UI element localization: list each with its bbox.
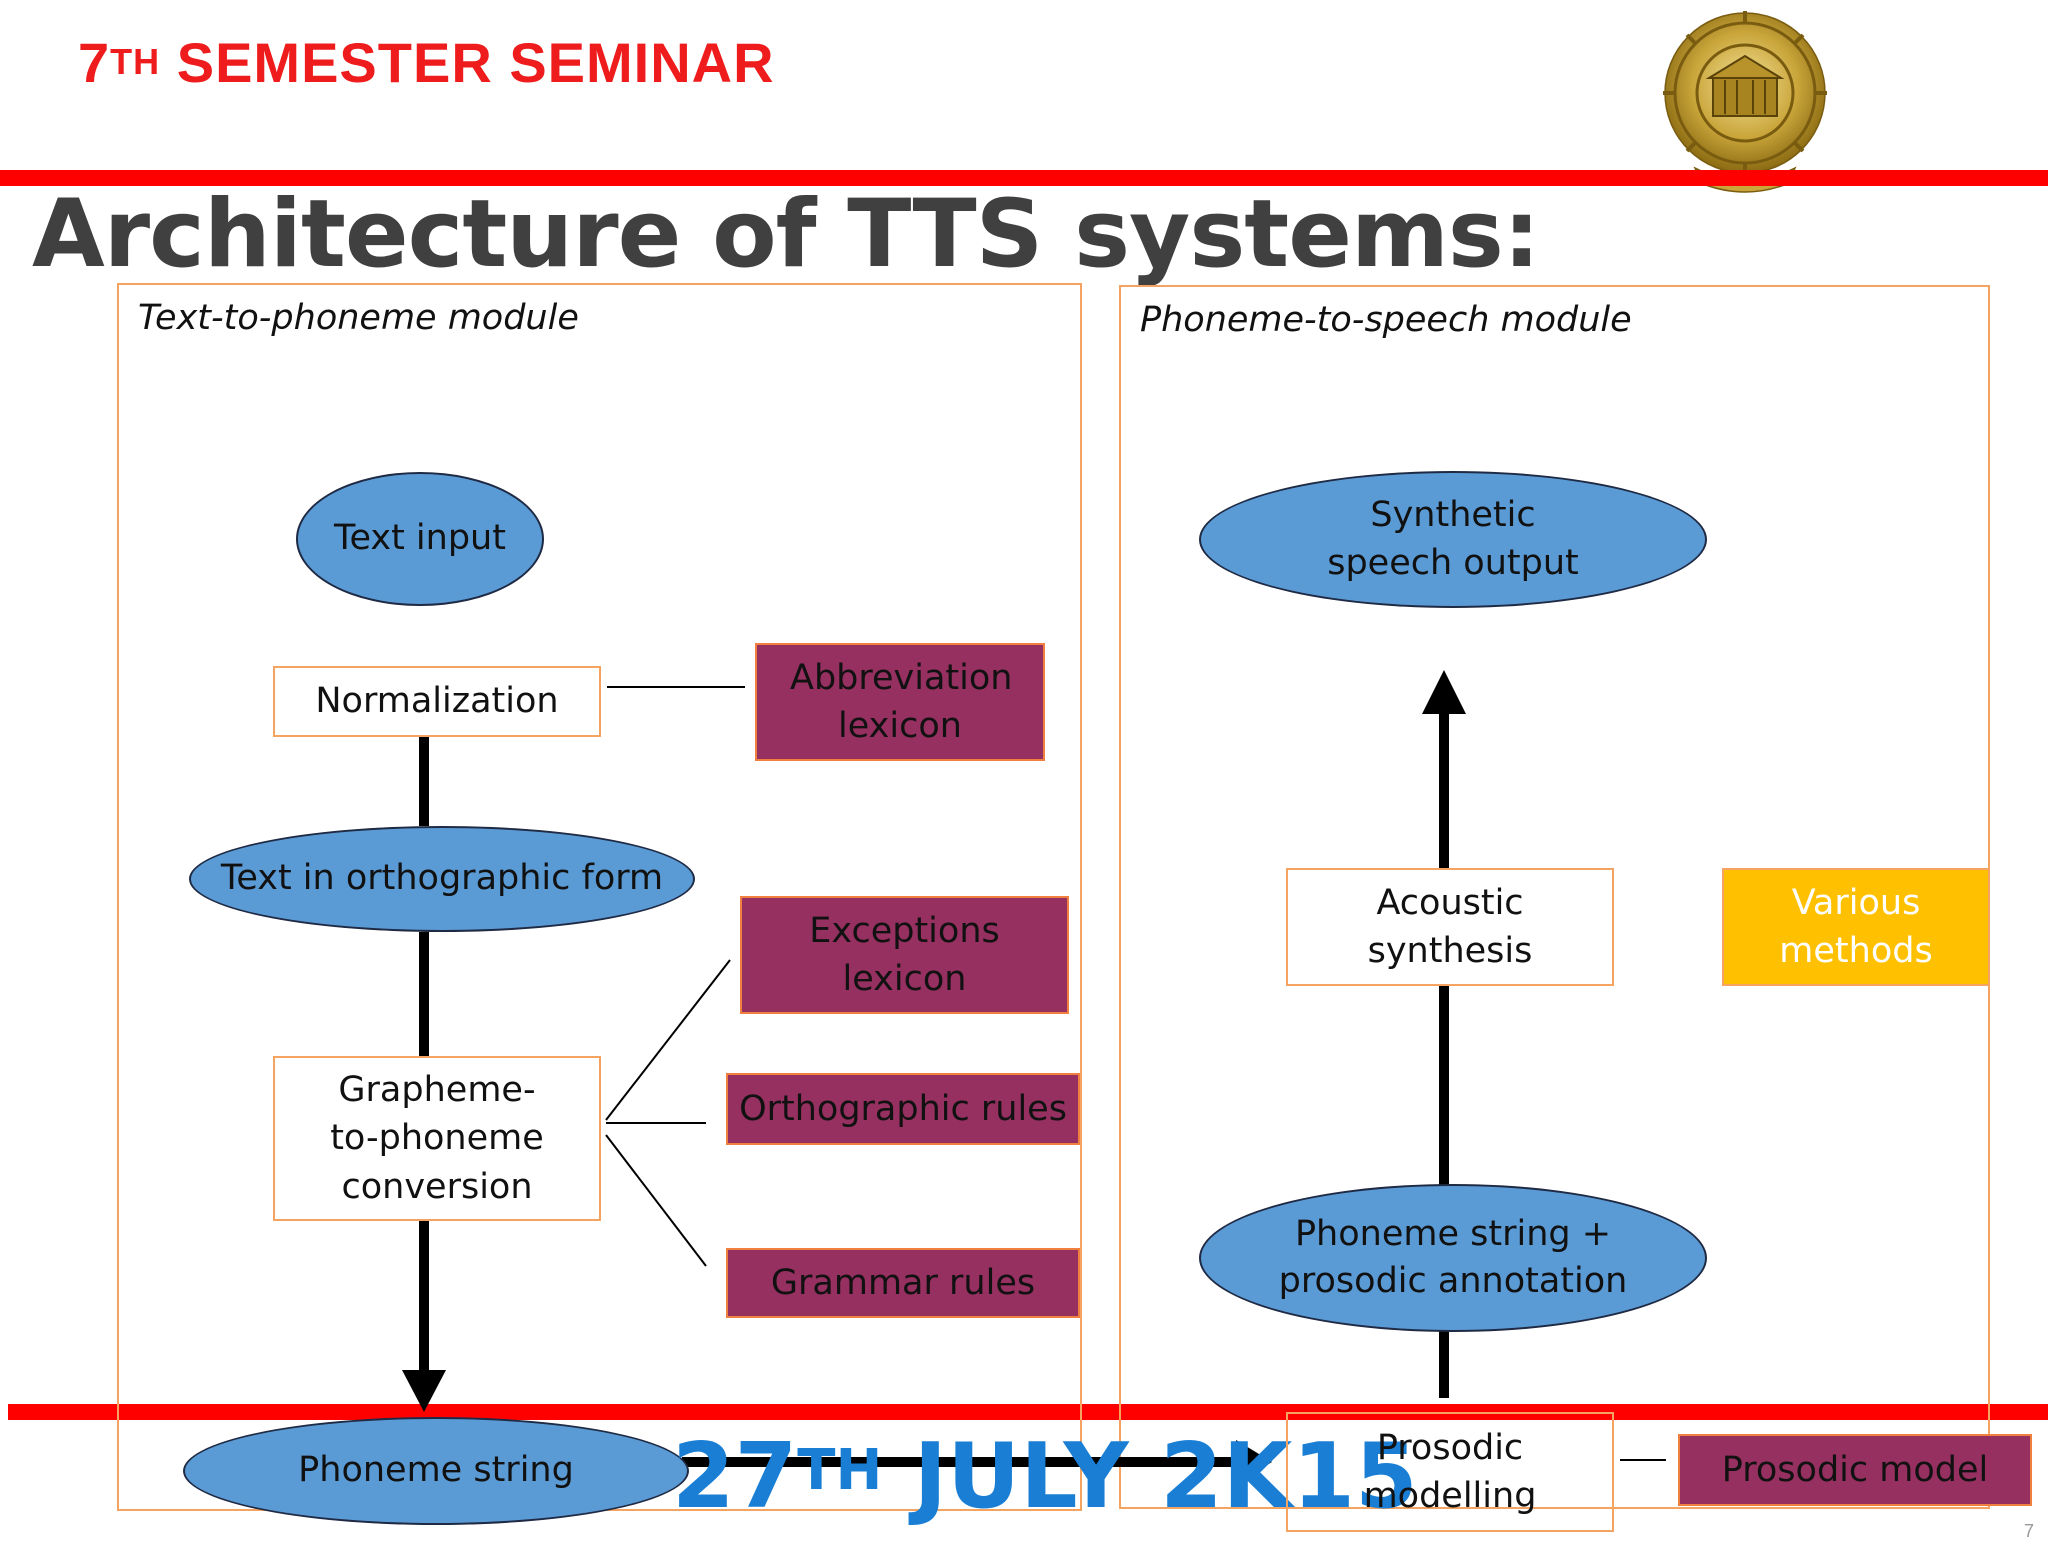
- page-number: 7: [2023, 1521, 2034, 1541]
- orthographic-text-label: Text in orthographic form: [220, 858, 664, 899]
- prosodic-modelling-label: Prosodic modelling: [1363, 1427, 1537, 1516]
- various-methods-label: Various methods: [1779, 882, 1933, 971]
- semester-suffix: TH: [110, 41, 161, 82]
- phoneme-to-speech-module-title: Phoneme-to-speech module: [1140, 300, 1632, 340]
- grapheme-to-phoneme-box: Grapheme-to-phoneme conversion: [273, 1056, 601, 1221]
- acoustic-synthesis-label: Acoustic synthesis: [1367, 882, 1533, 971]
- prosodic-model-box: Prosodic model: [1678, 1434, 2032, 1506]
- orthographic-text-ellipse: Text in orthographic form: [189, 826, 695, 932]
- acoustic-synthesis-box: Acoustic synthesis: [1286, 868, 1614, 986]
- text-input-ellipse: Text input: [296, 472, 544, 606]
- phoneme-string-label: Phoneme string: [298, 1450, 574, 1491]
- semester-label: SEMESTER SEMINAR: [160, 31, 775, 94]
- header-red-rule: [0, 170, 2048, 186]
- prosodic-modelling-box: Prosodic modelling: [1286, 1412, 1614, 1532]
- slide-title: Architecture of TTS systems:: [32, 180, 1540, 289]
- date-rest: JULY 2K15: [882, 1424, 1418, 1529]
- normalization-box: Normalization: [273, 666, 601, 737]
- various-methods-box: Various methods: [1722, 868, 1990, 986]
- date-suffix: TH: [797, 1438, 883, 1503]
- abbreviation-lexicon-box: Abbreviation lexicon: [755, 643, 1045, 761]
- exceptions-lexicon-label: Exceptions lexicon: [809, 910, 1000, 999]
- synthetic-speech-label: Synthetic speech output: [1327, 495, 1579, 583]
- grapheme-to-phoneme-label: Grapheme-to-phoneme conversion: [330, 1070, 544, 1207]
- abbreviation-lexicon-label: Abbreviation lexicon: [790, 657, 1013, 746]
- normalization-label: Normalization: [315, 681, 559, 722]
- orthographic-rules-label: Orthographic rules: [739, 1088, 1067, 1129]
- semester-number: 7: [78, 31, 111, 94]
- synthetic-speech-ellipse: Synthetic speech output: [1199, 471, 1707, 608]
- orthographic-rules-box: Orthographic rules: [726, 1073, 1080, 1145]
- phoneme-prosodic-ellipse: Phoneme string + prosodic annotation: [1199, 1184, 1707, 1332]
- date-day: 27: [672, 1424, 798, 1529]
- seminar-header: 7TH SEMESTER SEMINAR: [78, 30, 775, 95]
- text-to-phoneme-module-title: Text-to-phoneme module: [138, 298, 579, 338]
- seminar-date: 27TH JULY 2K15: [672, 1424, 1418, 1529]
- grammar-rules-box: Grammar rules: [726, 1248, 1080, 1318]
- phoneme-string-ellipse: Phoneme string: [183, 1417, 689, 1525]
- prosodic-model-label: Prosodic model: [1721, 1449, 1989, 1490]
- footer-red-rule: [8, 1404, 2048, 1420]
- phoneme-prosodic-label: Phoneme string + prosodic annotation: [1278, 1213, 1628, 1301]
- exceptions-lexicon-box: Exceptions lexicon: [740, 896, 1069, 1014]
- college-seal-logo: [1663, 11, 1827, 193]
- text-input-label: Text input: [334, 518, 506, 559]
- grammar-rules-label: Grammar rules: [770, 1262, 1036, 1303]
